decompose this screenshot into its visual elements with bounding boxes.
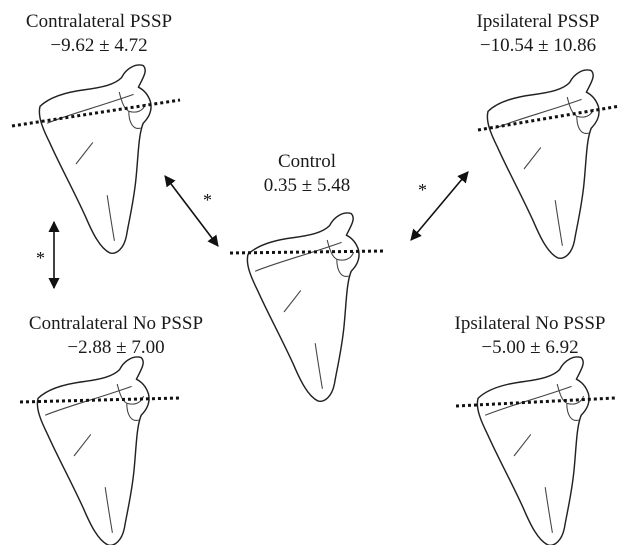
group-name: Ipsilateral PSSP <box>476 11 600 32</box>
tilt-line-ipsilateral-pssp <box>477 104 621 132</box>
significance-star-2: * <box>418 180 427 200</box>
scapula-ipsilateral-no-pssp <box>476 356 590 545</box>
label-ipsilateral-pssp: Ipsilateral PSSP −10.54 ± 10.86 <box>453 10 623 58</box>
scapula-contralateral-no-pssp <box>36 356 150 545</box>
label-contralateral-pssp: Contralateral PSSP −9.62 ± 4.72 <box>4 10 194 58</box>
tilt-line-contralateral-no-pssp <box>19 396 181 404</box>
group-value: −2.88 ± 7.00 <box>67 337 165 358</box>
group-name: Control <box>277 151 337 172</box>
tilt-line-ipsilateral-no-pssp <box>455 396 616 408</box>
scapula-ipsilateral-pssp <box>486 69 600 259</box>
scapula-contralateral-pssp <box>38 64 152 254</box>
tilt-line-control <box>229 249 386 255</box>
arrow-control-to-ipsilateral-pssp <box>410 171 469 241</box>
group-name: Contralateral No PSSP <box>28 313 204 334</box>
group-name: Ipsilateral No PSSP <box>454 313 606 334</box>
group-value: −5.00 ± 6.92 <box>481 337 579 358</box>
arrow-contralateral-pssp-to-control <box>164 175 219 247</box>
label-control: Control 0.35 ± 5.48 <box>232 150 382 198</box>
group-name: Contralateral PSSP <box>25 11 173 32</box>
significance-star-1: * <box>203 190 212 210</box>
label-ipsilateral-no-pssp: Ipsilateral No PSSP −5.00 ± 6.92 <box>432 312 628 360</box>
tilt-line-contralateral-pssp <box>11 98 181 128</box>
label-contralateral-no-pssp: Contralateral No PSSP −2.88 ± 7.00 <box>0 312 232 360</box>
scapula-control <box>246 212 360 402</box>
significance-star-3: * <box>36 248 45 268</box>
group-value: −10.54 ± 10.86 <box>479 35 597 56</box>
group-value: −9.62 ± 4.72 <box>50 35 148 56</box>
group-value: 0.35 ± 5.48 <box>263 175 351 196</box>
